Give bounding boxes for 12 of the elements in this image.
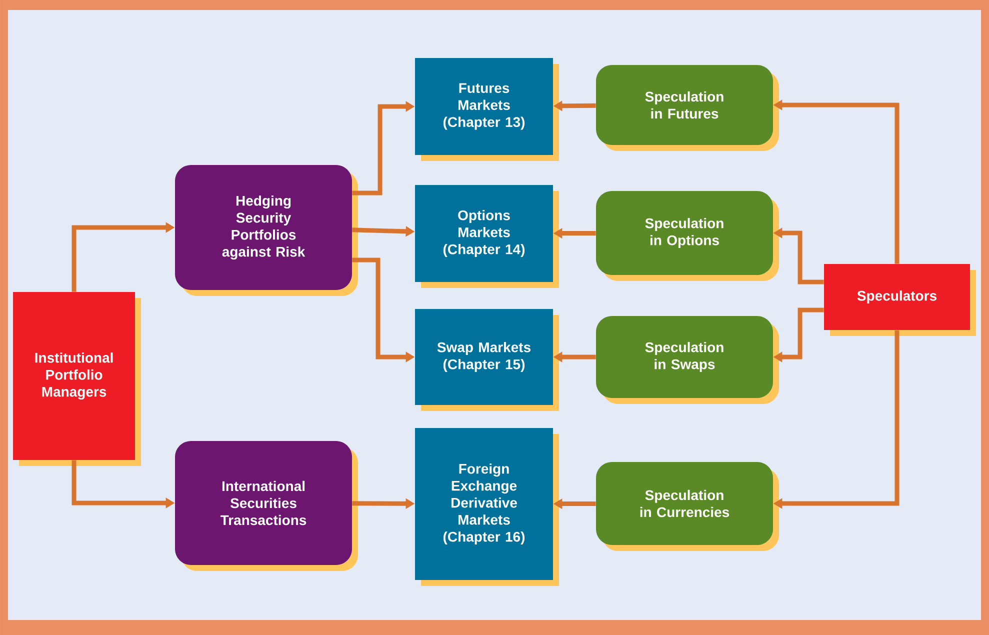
market-box: Swap Markets (Chapter 15) xyxy=(415,309,559,411)
activity-box: Hedging Security Portfolios against Risk xyxy=(175,165,358,296)
activity-box: International Securities Transactions xyxy=(175,441,358,571)
role-box: Speculators xyxy=(824,264,976,336)
market-box: Foreign Exchange Derivative Markets (Chapter 16) xyxy=(415,428,559,586)
role-box: Institutional Portfolio Managers xyxy=(13,292,141,466)
speculation-box: Speculation in Swaps xyxy=(596,316,779,404)
speculation-box: Speculation in Futures xyxy=(596,65,779,151)
speculation-box: Speculation in Options xyxy=(596,191,779,281)
market-box: Futures Markets (Chapter 13) xyxy=(415,58,559,161)
market-box: Options Markets (Chapter 14) xyxy=(415,185,559,288)
speculation-box: Speculation in Currencies xyxy=(596,462,779,551)
